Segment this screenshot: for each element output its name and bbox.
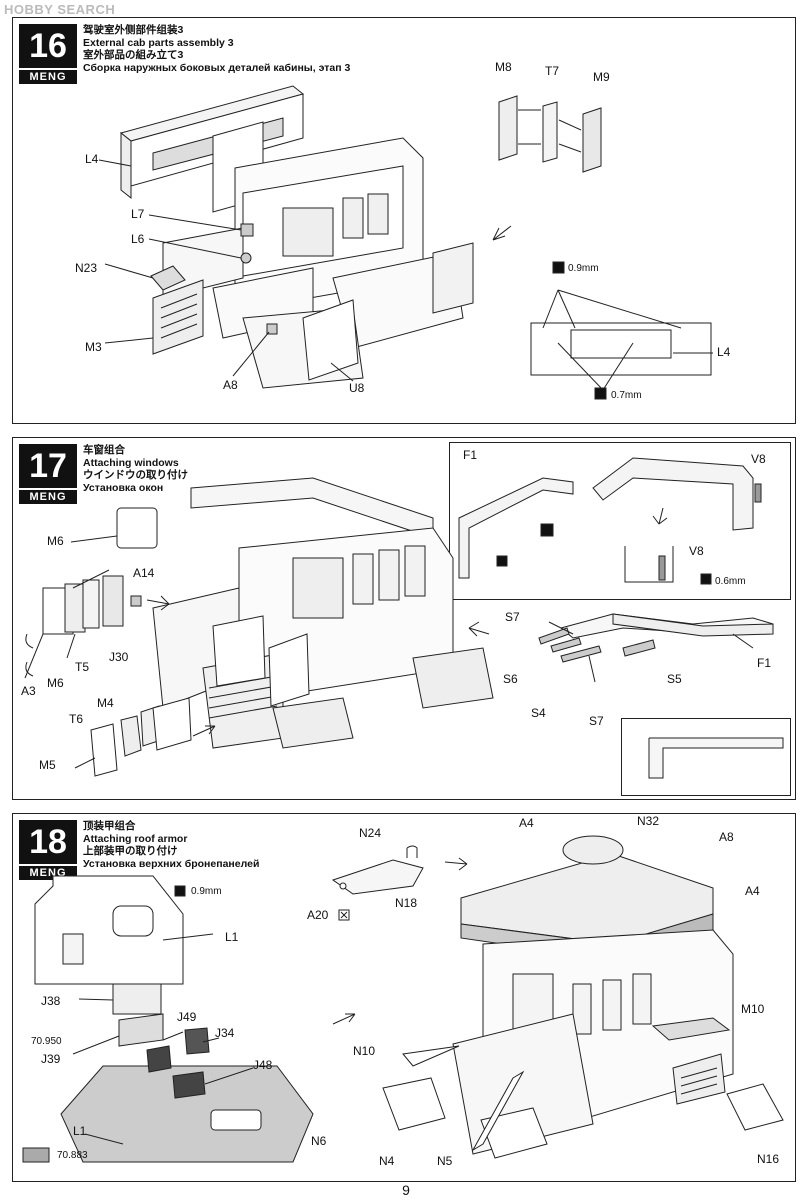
title-zh: 驾驶室外侧部件组装3 bbox=[83, 24, 184, 36]
label-N32: N32 bbox=[637, 814, 660, 828]
title-ja: 上部装甲の取り付け bbox=[83, 845, 178, 857]
spec-drill: 0.9mm bbox=[191, 886, 222, 897]
spec-drill-b: 0.7mm bbox=[611, 390, 642, 401]
label-T5: T5 bbox=[75, 660, 90, 674]
label-L1: L1 bbox=[225, 930, 239, 944]
assembly-drawing bbox=[98, 85, 713, 400]
title-zh: 车窗组合 bbox=[83, 444, 125, 456]
title-ja: ウインドウの取り付け bbox=[83, 469, 188, 481]
label-L1-lower: L1 bbox=[73, 1124, 87, 1138]
label-T6: T6 bbox=[69, 712, 84, 726]
label-A20: A20 bbox=[307, 908, 329, 922]
label-M3: M3 bbox=[85, 340, 102, 354]
label-M9: M9 bbox=[593, 70, 610, 84]
step-18-panel: 18 MENG 顶装甲组合 Attaching roof armor 上部装甲の… bbox=[12, 813, 796, 1182]
step-titles: 顶装甲组合 Attaching roof armor 上部装甲の取り付け Уст… bbox=[83, 820, 259, 870]
title-ja: 室外部品の組み立て3 bbox=[83, 49, 184, 61]
label-M4: M4 bbox=[97, 696, 114, 710]
assembly-drawing bbox=[24, 457, 784, 779]
label-T7: T7 bbox=[545, 64, 560, 78]
label-A8: A8 bbox=[719, 830, 734, 844]
label-F1: F1 bbox=[463, 448, 478, 462]
assembly-drawing bbox=[22, 835, 784, 1163]
label-S4: S4 bbox=[531, 706, 546, 720]
label-L4: L4 bbox=[85, 152, 99, 166]
label-A3: A3 bbox=[21, 684, 36, 698]
label-N6: N6 bbox=[311, 1134, 327, 1148]
spec-drill: 0.6mm bbox=[715, 576, 746, 587]
label-S6: S6 bbox=[503, 672, 518, 686]
label-N16: N16 bbox=[757, 1152, 780, 1166]
title-en: Attaching windows bbox=[83, 456, 179, 469]
step-17-panel: 17 MENG 车窗组合 Attaching windows ウインドウの取り付… bbox=[12, 437, 796, 800]
brand-logo: MENG bbox=[19, 490, 77, 504]
label-J38: J38 bbox=[41, 994, 61, 1008]
step-titles: 车窗组合 Attaching windows ウインドウの取り付け Устано… bbox=[83, 444, 188, 494]
label-V8: V8 bbox=[751, 452, 766, 466]
label-N10: N10 bbox=[353, 1044, 376, 1058]
watermark: HOBBY SEARCH bbox=[4, 2, 116, 17]
label-J39: J39 bbox=[41, 1052, 61, 1066]
title-en: Attaching roof armor bbox=[83, 832, 188, 845]
title-en: External cab parts assembly 3 bbox=[83, 36, 234, 49]
label-N4: N4 bbox=[379, 1154, 395, 1168]
label-A14: A14 bbox=[133, 566, 155, 580]
title-ru: Сборка наружных боковых деталей кабины, … bbox=[83, 61, 351, 74]
label-M8: M8 bbox=[495, 60, 512, 74]
label-M6-lower: M6 bbox=[47, 676, 64, 690]
step-number: 16 bbox=[19, 24, 77, 68]
label-S7: S7 bbox=[505, 610, 520, 624]
label-S5: S5 bbox=[667, 672, 682, 686]
title-ru: Установка верхних бронепанелей bbox=[83, 857, 260, 870]
label-J30: J30 bbox=[109, 650, 129, 664]
label-M6: M6 bbox=[47, 534, 64, 548]
label-L6: L6 bbox=[131, 232, 145, 246]
label-J34: J34 bbox=[215, 1026, 235, 1040]
label-L4-detail: L4 bbox=[717, 345, 731, 359]
label-M5: M5 bbox=[39, 758, 56, 772]
label-A8: A8 bbox=[223, 378, 238, 392]
label-N23: N23 bbox=[75, 261, 98, 275]
brand-logo: MENG bbox=[19, 70, 77, 84]
spec-drill-a: 0.9mm bbox=[568, 263, 599, 274]
step-titles: 驾驶室外侧部件组装3 External cab parts assembly 3… bbox=[83, 24, 350, 74]
label-N18: N18 bbox=[395, 896, 418, 910]
title-ru: Установка окон bbox=[83, 481, 164, 494]
label-S7-lower: S7 bbox=[589, 714, 604, 728]
label-M10: M10 bbox=[741, 1002, 765, 1016]
label-J48: J48 bbox=[253, 1058, 273, 1072]
label-U8: U8 bbox=[349, 381, 365, 395]
step-badge: 16 MENG bbox=[19, 24, 77, 86]
paint-code-1: 70.950 bbox=[31, 1036, 62, 1047]
step-number: 18 bbox=[19, 820, 77, 864]
step-badge: 17 MENG bbox=[19, 444, 77, 506]
label-L7: L7 bbox=[131, 207, 145, 221]
label-J49: J49 bbox=[177, 1010, 197, 1024]
paint-code-2: 70.883 bbox=[57, 1150, 88, 1161]
step-number: 17 bbox=[19, 444, 77, 488]
label-N5: N5 bbox=[437, 1154, 453, 1168]
label-N24: N24 bbox=[359, 826, 382, 840]
title-zh: 顶装甲组合 bbox=[83, 820, 136, 832]
label-A4-right: A4 bbox=[745, 884, 760, 898]
label-F1-lower: F1 bbox=[757, 656, 772, 670]
page-number: 9 bbox=[402, 1182, 410, 1198]
label-A4: A4 bbox=[519, 816, 534, 830]
step-16-panel: 16 MENG 驾驶室外侧部件组装3 External cab parts as… bbox=[12, 17, 796, 424]
label-V8-detail: V8 bbox=[689, 544, 704, 558]
